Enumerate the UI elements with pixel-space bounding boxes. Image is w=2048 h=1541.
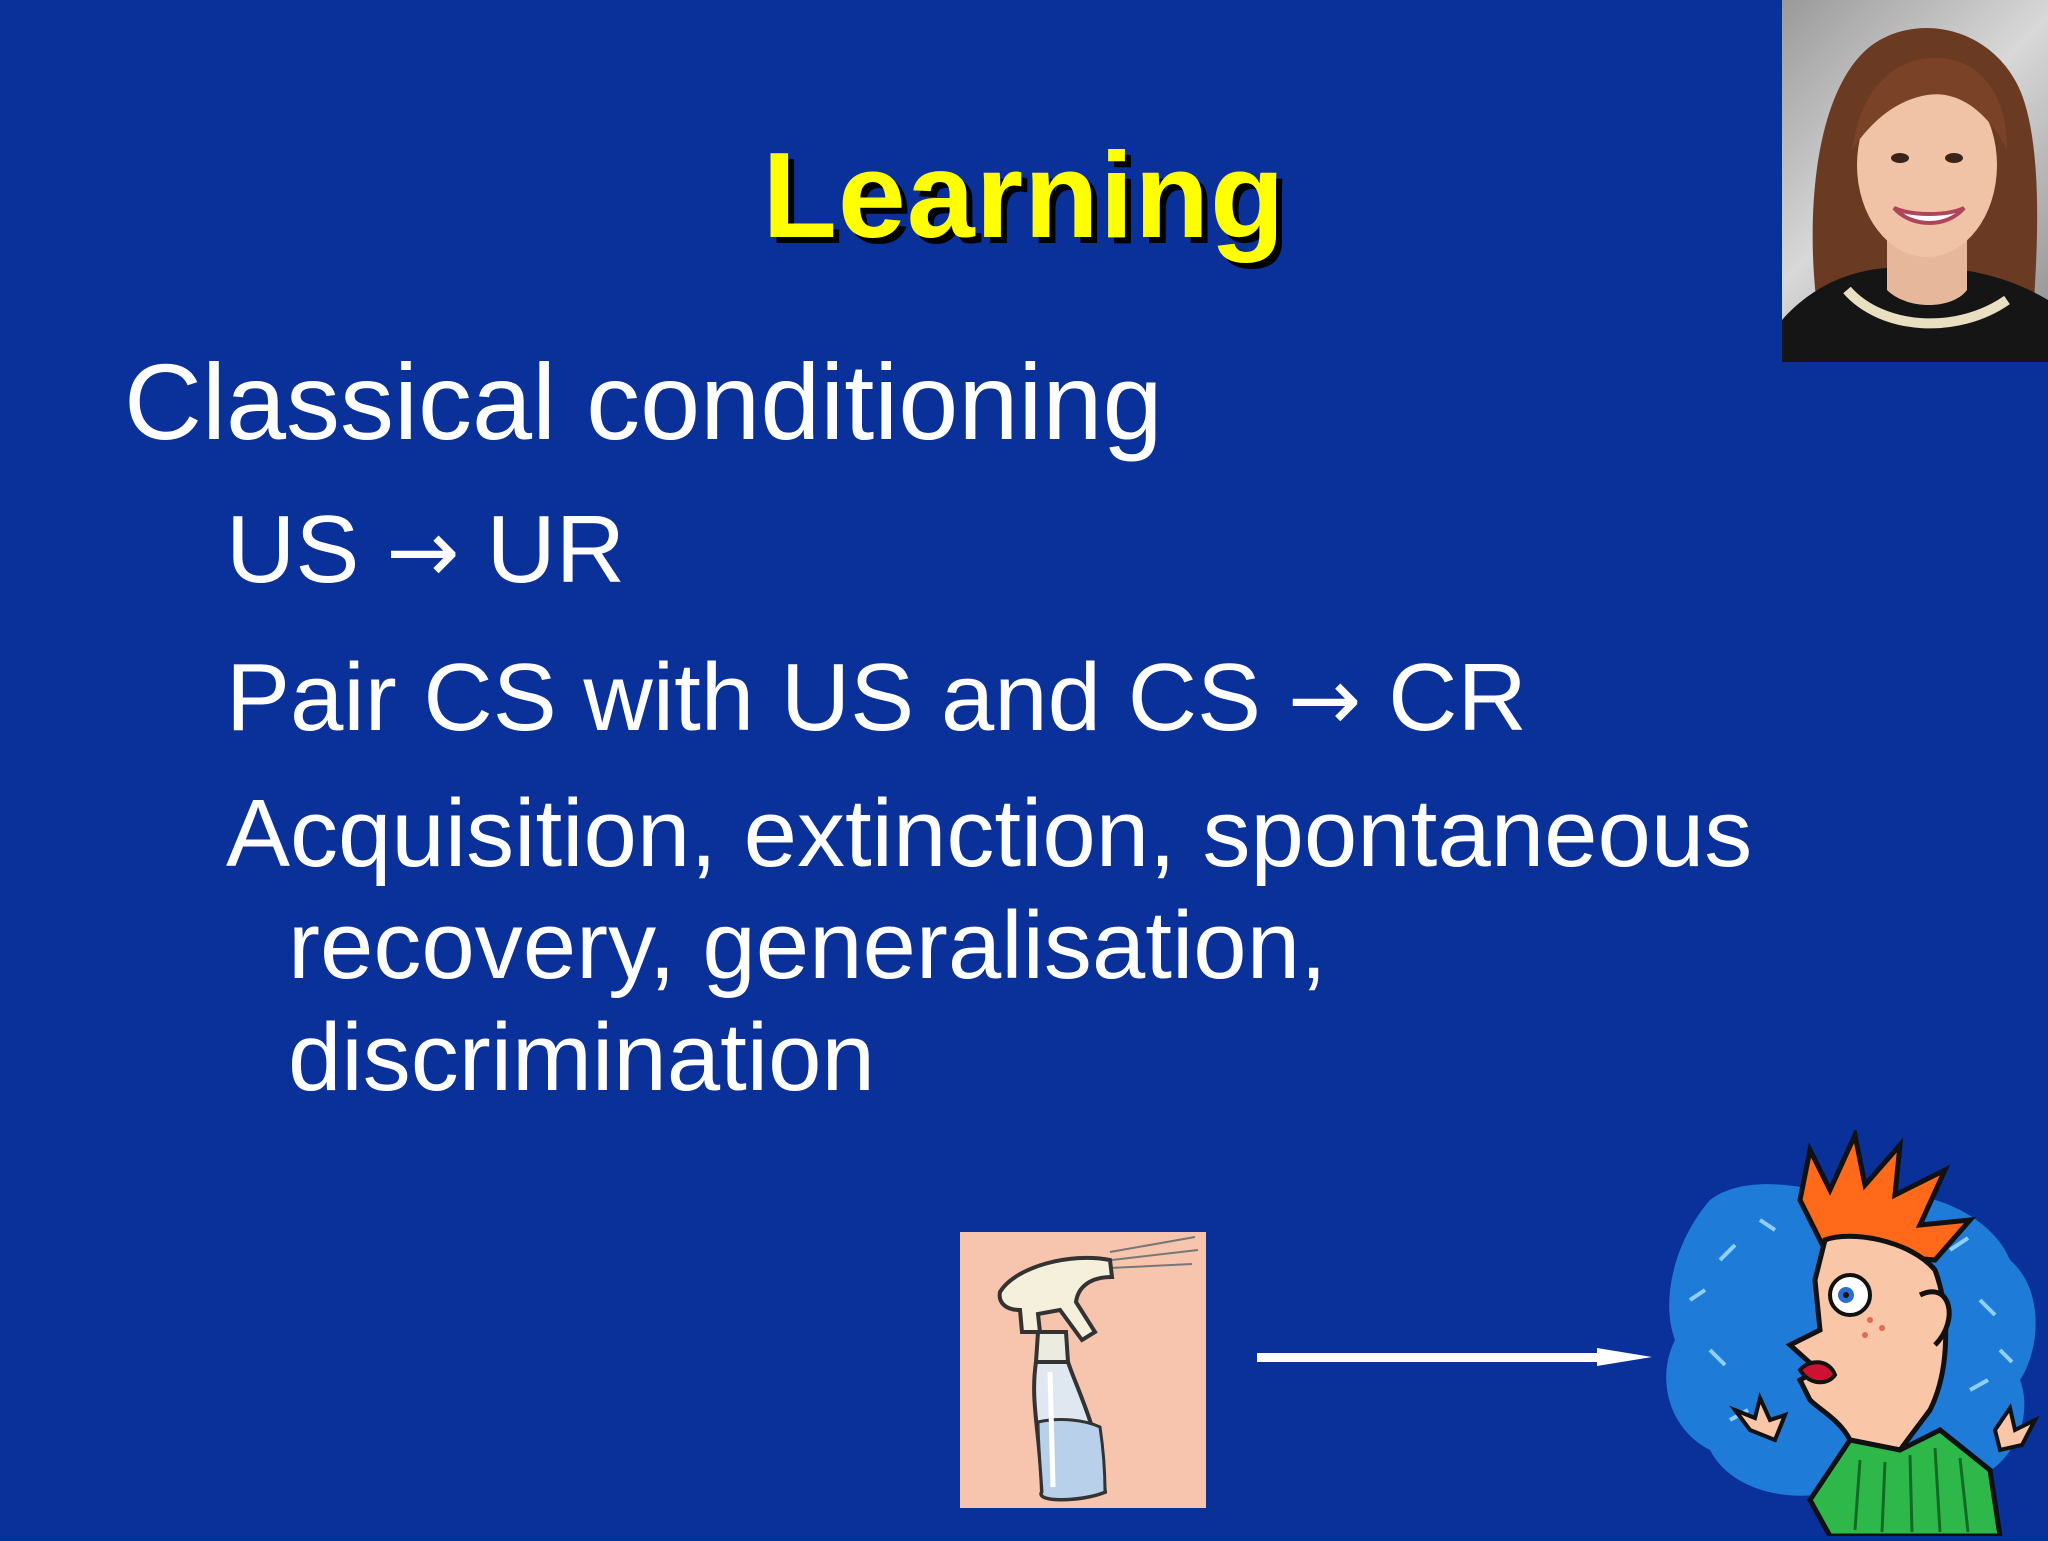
right-arrow-icon: → xyxy=(1287,648,1362,751)
portrait-icon xyxy=(1782,27,2048,362)
bullet-acquisition-line1: Acquisition, extinction, spontaneous xyxy=(226,780,1753,887)
bullet-us-ur-right: UR xyxy=(486,496,626,603)
right-arrow-icon: → xyxy=(386,500,460,603)
portrait-photo xyxy=(1782,0,2048,362)
bullet-acquisition-line3: discrimination xyxy=(288,1004,875,1111)
startled-face-clipart xyxy=(1650,1126,2048,1539)
slide-title: Learning xyxy=(762,127,1286,263)
bullet-pair-cs-right: CR xyxy=(1388,644,1527,751)
startled-face-icon xyxy=(1666,1126,2040,1539)
bullet-pair-cs: Pair CS with US and CS → CR xyxy=(226,640,1527,758)
spray-bottle-icon xyxy=(997,1236,1199,1502)
bullet-us-ur: US → UR xyxy=(226,492,625,610)
bullet-pair-cs-left: Pair CS with US and CS xyxy=(226,644,1262,751)
long-right-arrow-icon xyxy=(1257,1348,1652,1366)
spray-bottle-clipart xyxy=(960,1232,1206,1508)
bullet-us-ur-left: US xyxy=(226,496,360,603)
right-arrow xyxy=(1257,1348,1652,1366)
heading-classical-conditioning: Classical conditioning xyxy=(124,341,1163,462)
bullet-acquisition-line2: recovery, generalisation, xyxy=(288,892,1327,999)
